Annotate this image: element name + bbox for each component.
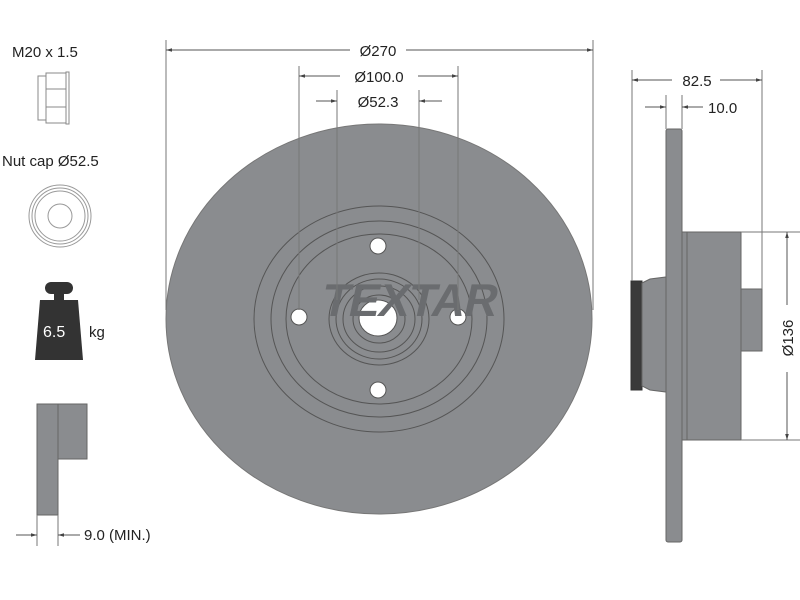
weight-value: 6.5 <box>43 324 65 341</box>
min-thickness-profile <box>16 403 88 546</box>
disc-side-view <box>630 128 763 543</box>
center-bore-label: Ø52.3 <box>358 94 399 111</box>
disc-thickness-label: 10.0 <box>708 100 737 117</box>
weight-icon <box>35 282 83 360</box>
textar-logo: TEXTAR <box>317 274 503 325</box>
nut-icon <box>37 71 70 125</box>
hub-diameter-label: Ø136 <box>780 320 797 357</box>
nut-cap-label: Nut cap Ø52.5 <box>2 153 99 170</box>
nut-cap-icon <box>28 184 92 248</box>
weight-unit: kg <box>89 324 105 341</box>
bolt-hole <box>369 381 387 399</box>
side-dimensions <box>631 70 800 441</box>
disc-front-view <box>165 123 593 515</box>
bolt-hole <box>369 237 387 255</box>
front-dimensions <box>165 40 594 310</box>
outer-diameter-label: Ø270 <box>360 43 397 60</box>
bolt-circle-label: Ø100.0 <box>354 69 403 86</box>
nut-thread-label: M20 x 1.5 <box>12 44 78 61</box>
bolt-hole <box>290 308 308 326</box>
overall-height-label: 82.5 <box>682 73 711 90</box>
min-thickness-label: 9.0 (MIN.) <box>84 527 151 544</box>
center-bore-hole <box>358 299 398 337</box>
